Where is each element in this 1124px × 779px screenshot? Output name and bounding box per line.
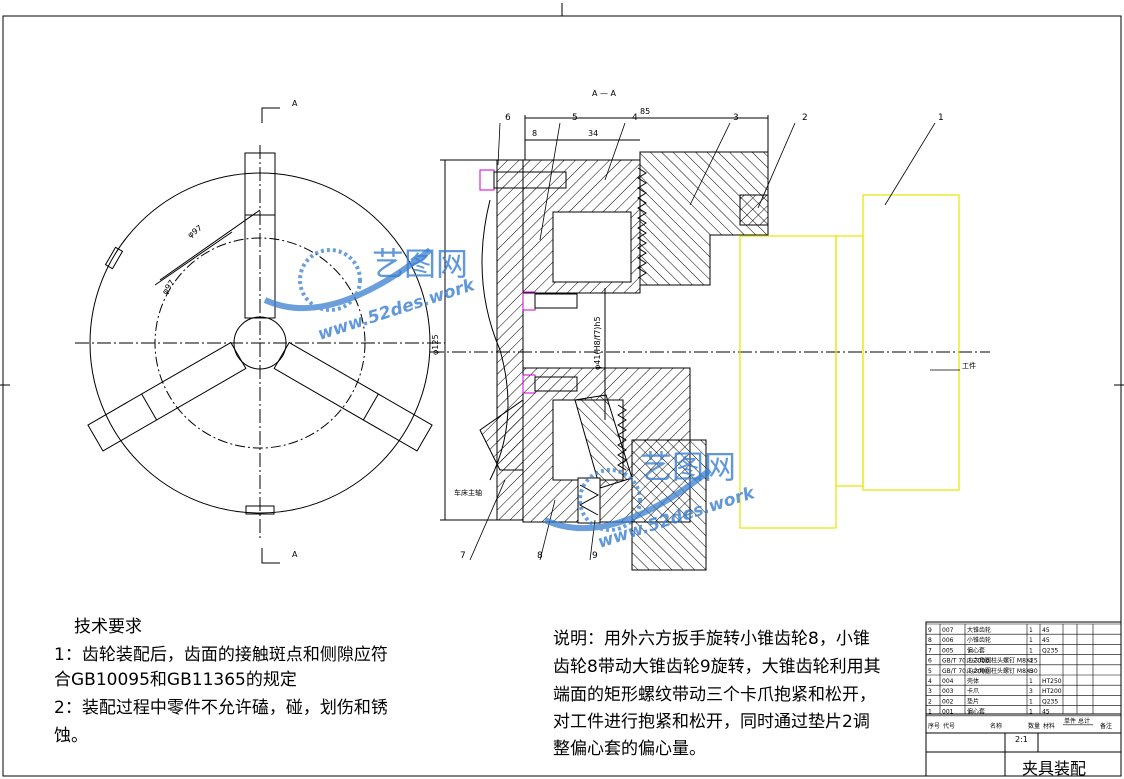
description-line-3: 端面的矩形螺纹带动三个卡爪抱紧和松开， xyxy=(553,685,876,705)
dim-overall-85: 85 xyxy=(640,107,650,116)
dim-r-left-1: φ97 xyxy=(186,223,204,239)
bom-header: 单件 xyxy=(1064,717,1076,725)
tech-requirement-2a: 2：装配过程中零件不允许磕，碰，划伤和锈 xyxy=(54,698,388,718)
bom-cell: 45 xyxy=(1042,709,1050,716)
bom-header: 材料 xyxy=(1043,722,1055,730)
bom-cell: 001 xyxy=(942,709,954,716)
description-line-1: 说明：用外六方扳手旋转小锥齿轮8，小锥 xyxy=(553,629,870,649)
watermark-brand-2: 艺图网 xyxy=(640,448,736,486)
balloon-8: 8 xyxy=(537,551,543,561)
bom-cell: 45 xyxy=(1042,637,1050,644)
bolt-shanks xyxy=(493,171,578,392)
title-block xyxy=(925,621,1122,777)
bom-cell: 壳体 xyxy=(967,677,979,685)
bom-cell: 006 xyxy=(942,637,954,644)
bom-cell: Q235 xyxy=(1042,647,1058,654)
balloon-6: 6 xyxy=(505,113,511,123)
spindle-label: 车床主轴 xyxy=(454,488,482,497)
description-line-2: 齿轮8带动大锥齿轮9旋转，大锥齿轮利用其 xyxy=(553,657,881,677)
bom-cell: 1 xyxy=(928,709,932,716)
bom-header: 序号 xyxy=(928,722,940,730)
balloon-1: 1 xyxy=(938,113,944,123)
bom-cell: 9 xyxy=(928,627,932,634)
bom-cell: 45 xyxy=(1042,627,1050,634)
balloon-7: 7 xyxy=(460,551,466,561)
bom-cell: 1 xyxy=(1029,647,1033,654)
tech-requirement-1b: 合GB10095和GB11365的规定 xyxy=(54,670,297,690)
balloon-2: 2 xyxy=(802,113,808,123)
bom-header: 名称 xyxy=(990,722,1002,730)
bom-cell: 1 xyxy=(1029,678,1033,685)
tech-requirement-1a: 1：齿轮装配后，齿面的接触斑点和侧隙应符 xyxy=(54,645,388,665)
dim-r-left-2: φ97 xyxy=(160,278,176,296)
watermark xyxy=(263,247,712,532)
bom-cell: 6 xyxy=(928,658,932,665)
description-line-4: 对工件进行抱紧和松开，同时通过垫片2调 xyxy=(553,712,870,732)
tech-requirements-title: 技术要求 xyxy=(74,617,142,637)
dim-dia-125: φ125 xyxy=(431,334,440,355)
bom-cell: 3 xyxy=(1029,688,1033,695)
bom-cell: 1 xyxy=(1029,627,1033,634)
bom-header: 总计 xyxy=(1078,717,1090,725)
bom-cell: GB/T 70.1-2000 xyxy=(942,668,989,675)
bom-header: 备注 xyxy=(1100,722,1112,730)
bom-cell: 7 xyxy=(928,647,932,654)
balloon-leaders xyxy=(469,122,960,561)
balloon-9: 9 xyxy=(592,551,598,561)
drawing-title: 夹具装配 xyxy=(1022,759,1087,778)
bom-grid xyxy=(925,623,1122,726)
bom-cell: Q235 xyxy=(1042,698,1058,705)
bom-cell: 4 xyxy=(1029,658,1033,665)
bom-cell: 004 xyxy=(942,678,954,685)
bom-cell: 1 xyxy=(1029,637,1033,644)
dim-dia-bore: φ41(H8/f7)h5 xyxy=(593,316,602,370)
bom-cell: 3 xyxy=(928,688,932,695)
bom-cell: 007 xyxy=(942,627,954,634)
bom-cell: 1 xyxy=(1029,698,1033,705)
balloon-3: 3 xyxy=(733,113,739,123)
dim-8: 8 xyxy=(532,129,537,138)
bom-cell: 003 xyxy=(942,688,954,695)
bom-cell: HT250 xyxy=(1042,678,1062,685)
bom-cell: 内六角圆柱头螺钉 M8X30 xyxy=(967,667,1038,675)
bom-cell: 8 xyxy=(928,637,932,644)
scale-text: 2:1 xyxy=(1015,735,1028,744)
bom-cell: 2 xyxy=(928,698,932,705)
tech-requirement-2b: 蚀。 xyxy=(54,726,88,746)
bom-cell: 1 xyxy=(1029,709,1033,716)
bom-header: 代号 xyxy=(943,722,955,730)
bom-cell: 005 xyxy=(942,647,954,654)
bom-cell: 4 xyxy=(928,678,932,685)
balloon-4: 4 xyxy=(632,113,638,123)
bom-cell: 5 xyxy=(928,668,932,675)
bom-cell: 卡爪 xyxy=(967,687,979,695)
bom-cell: 内六角圆柱头螺钉 M8X25 xyxy=(967,657,1038,665)
dim-34: 34 xyxy=(588,129,598,138)
bom-cell: GB/T 70.1-2000 xyxy=(942,658,989,665)
balloon-5: 5 xyxy=(572,113,578,123)
bom-cell: 大锥齿轮 xyxy=(967,626,991,634)
section-mark-top: A xyxy=(292,99,298,108)
section-view xyxy=(430,115,990,571)
description-line-5: 整偏心套的偏心量。 xyxy=(553,739,706,759)
workpiece-label: 工件 xyxy=(962,361,976,370)
bom-cell: 偏心套 xyxy=(967,708,985,716)
section-mark-bottom: A xyxy=(292,550,298,559)
left-view xyxy=(75,107,445,564)
workpiece-outline xyxy=(739,194,960,529)
bom-cell: HT200 xyxy=(1042,688,1062,695)
bom-header: 数量 xyxy=(1028,722,1040,730)
bom-cell: 6 xyxy=(1029,668,1033,675)
section-title: A — A xyxy=(592,89,617,98)
bom-cell: 002 xyxy=(942,698,954,705)
watermark-brand-1: 艺图网 xyxy=(372,245,468,283)
bom-cell: 偏心套 xyxy=(967,646,985,654)
bom-cell: 小锥齿轮 xyxy=(967,636,991,644)
bom-cell: 垫片 xyxy=(967,697,979,705)
